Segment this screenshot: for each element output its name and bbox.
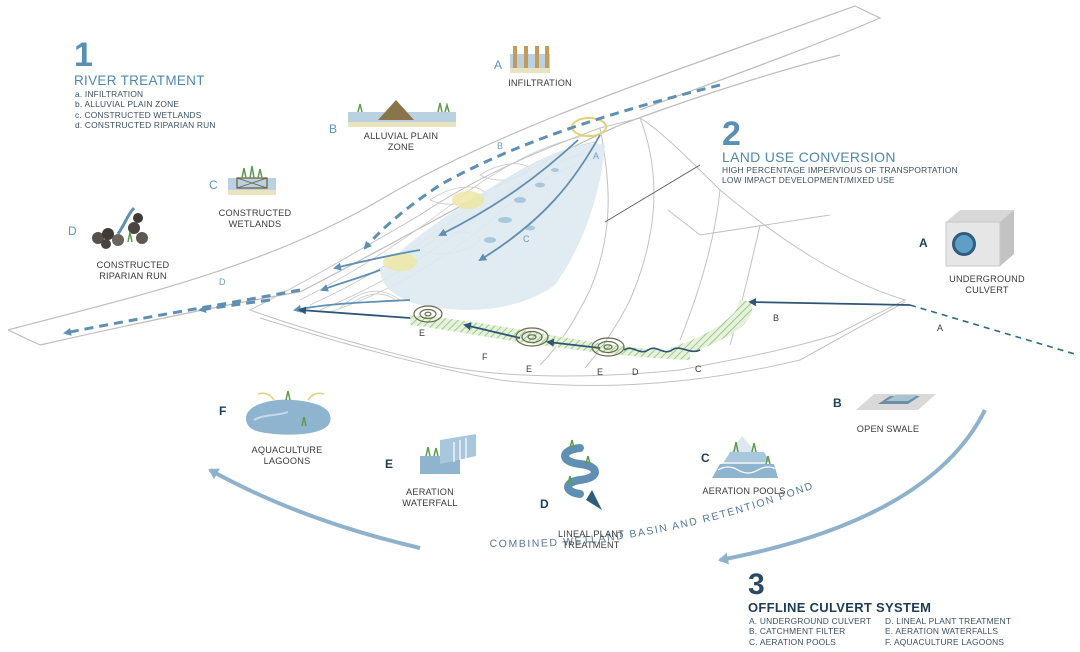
callout-label-alluvial: ALLUVIAL PLAIN ZONE [355, 131, 447, 152]
callout-label-line: WATERFALL [402, 497, 458, 508]
callout-letter-pools: C [701, 451, 710, 465]
section1-item-list: a. INFILTRATION b. ALLUVIAL PLAIN ZONE c… [75, 89, 216, 131]
section2-title: LAND USE CONVERSION [722, 149, 896, 165]
constructed-wetlands-icon [228, 165, 276, 195]
callout-label-swale: OPEN SWALE [856, 424, 920, 434]
callout-label-line: ALLUVIAL PLAIN [363, 131, 439, 141]
callout-label-line: UNDERGROUND [949, 274, 1025, 284]
callout-label-culvert: UNDERGROUND CULVERT [940, 274, 1034, 295]
section3-item: A. UNDERGROUND CULVERT [749, 616, 872, 626]
map-label: C [523, 234, 530, 244]
section3-number: 3 [748, 568, 765, 601]
retention-pond-arc-left [208, 468, 421, 550]
callout-label-lineal: LINEAL PLANT TREATMENT [548, 529, 634, 550]
section3-item: B. CATCHMENT FILTER [749, 626, 846, 637]
culvert-flow-arrow [748, 298, 911, 307]
map-label: D [219, 277, 226, 287]
map-label: D [632, 367, 639, 377]
section1-item: b. ALLUVIAL PLAIN ZONE [75, 99, 180, 110]
callout-label-riparian: CONSTRUCTED RIPARIAN RUN [86, 260, 180, 281]
open-swale-icon [856, 394, 936, 410]
callout-label-line: WETLANDS [228, 218, 282, 229]
map-label: E [597, 367, 604, 377]
water-islands [484, 168, 559, 243]
map-label: C [695, 364, 702, 374]
section3-item: E. AERATION WATERFALLS [885, 626, 999, 637]
retention-pond-arc [718, 409, 987, 565]
map-label: E [526, 364, 533, 374]
section3-title: OFFLINE CULVERT SYSTEM [748, 600, 932, 615]
callout-letter-culvert: A [919, 236, 928, 250]
callout-label-line: TREATMENT [562, 539, 620, 550]
lineal-plant-icon [561, 439, 602, 510]
callout-label-line: CULVERT [965, 284, 1009, 295]
alluvial-plain-icon [348, 100, 456, 127]
callout-letter-lagoons: F [219, 404, 227, 418]
culvert-lineal-flow [623, 347, 701, 353]
treatment-highlight-zones [383, 191, 484, 271]
culvert-dashed-line [909, 304, 1079, 356]
wetland-water-body [380, 143, 605, 310]
callout-letter-waterfall: E [385, 457, 394, 471]
callout-letter-lineal: D [540, 497, 549, 511]
section1-item: a. INFILTRATION [75, 89, 144, 99]
riparian-run-icon [92, 206, 148, 249]
callout-label-line: CONSTRUCTED [96, 260, 170, 270]
callout-letter-alluvial: B [329, 122, 338, 136]
map-label: A [593, 151, 600, 161]
lineal-plant-hatch [410, 315, 690, 360]
site-boundary [248, 117, 907, 386]
callout-letter-riparian: D [68, 224, 77, 238]
section2-item: LOW IMPACT DEVELOPMENT/MIXED USE [722, 175, 895, 186]
map-label: F [482, 352, 488, 362]
section3-item: C. AERATION POOLS [749, 636, 837, 647]
river-flow-lower [63, 288, 301, 336]
callout-label-waterfall: AERATION WATERFALL [392, 487, 468, 508]
underground-culvert-icon [945, 210, 1014, 267]
callout-label-line: ZONE [387, 141, 415, 152]
callout-label-infiltration: INFILTRATION [508, 78, 572, 88]
callout-label-line: AERATION [406, 487, 454, 497]
callout-label-line: RIPARIAN RUN [99, 270, 167, 281]
culvert-flow-segments [298, 306, 601, 349]
section1-item: d. CONSTRUCTED RIPARIAN RUN [75, 120, 216, 131]
callout-letter-wetlands: C [209, 178, 218, 192]
aeration-waterfall-icon [420, 434, 476, 474]
callout-label-pools: AERATION POOLS [702, 486, 786, 496]
section2-item: HIGH PERCENTAGE IMPERVIOUS OF TRANSPORTA… [722, 165, 958, 175]
callout-label-line: LINEAL PLANT [558, 529, 624, 539]
infiltration-icon [510, 46, 550, 73]
section2-item-list: HIGH PERCENTAGE IMPERVIOUS OF TRANSPORTA… [722, 165, 958, 186]
callout-label-line: CONSTRUCTED [218, 208, 292, 218]
section1-title: RIVER TREATMENT [74, 73, 205, 88]
callout-label-lagoons: AQUACULTURE LAGOONS [244, 445, 330, 466]
river-flow-mid [198, 298, 271, 314]
callout-letter-infiltration: A [494, 58, 503, 72]
section2-number: 2 [722, 115, 741, 153]
aeration-rings [413, 305, 625, 357]
aquaculture-lagoons-icon [245, 390, 331, 435]
catchment-green-swale [670, 300, 753, 356]
internal-flow-arrows [293, 134, 601, 313]
map-label: E [419, 328, 426, 338]
section3-items-right: D. LINEAL PLANT TREATMENT E. AERATION WA… [885, 616, 1011, 647]
aeration-pools-icon [712, 436, 779, 478]
map-label: B [497, 141, 504, 151]
callout-letter-swale: B [833, 396, 842, 410]
section1-item: c. CONSTRUCTED WETLANDS [75, 109, 202, 120]
land-use-leader-line [604, 164, 701, 223]
section1-number: 1 [74, 36, 93, 74]
section3-item: D. LINEAL PLANT TREATMENT [885, 616, 1012, 626]
callout-label-line: LAGOONS [263, 455, 311, 466]
section3-items-left: A. UNDERGROUND CULVERT B. CATCHMENT FILT… [749, 616, 871, 647]
section3-item: F. AQUACULTURE LAGOONS [885, 636, 1005, 647]
callout-label-line: AQUACULTURE [251, 445, 323, 455]
map-label: B [773, 313, 780, 323]
map-label: A [937, 323, 944, 333]
callout-label-wetlands: CONSTRUCTED WETLANDS [212, 208, 298, 229]
